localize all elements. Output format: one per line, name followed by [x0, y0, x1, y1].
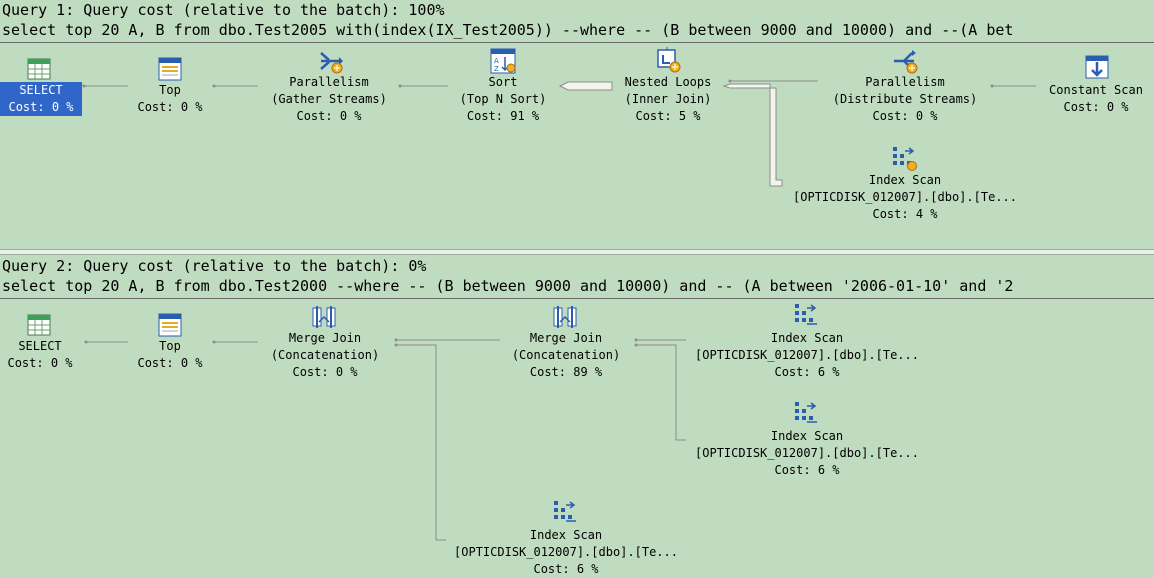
node-sub: [OPTICDISK_012007].[dbo].[Te...: [454, 545, 678, 559]
select-icon: [27, 314, 51, 336]
query1-select-node[interactable]: SELECT Cost: 0 %: [0, 82, 82, 116]
node-cost: Cost: 0 %: [137, 356, 203, 370]
constant-scan-icon: [1085, 55, 1109, 79]
node-cost: Cost: 5 %: [635, 109, 701, 123]
node-cost: Cost: 0 %: [292, 365, 358, 379]
node-cost: Cost: 6 %: [774, 365, 840, 379]
query1-edges: [82, 79, 1036, 187]
node-cost: Cost: 6 %: [533, 562, 599, 576]
query2-sql-line: select top 20 A, B from dbo.Test2000 --w…: [2, 277, 1014, 295]
node-cost: Cost: 0 %: [137, 100, 203, 114]
node-sub: (Gather Streams): [271, 92, 387, 106]
node-name: Merge Join: [288, 331, 362, 345]
index-scan-icon: [795, 402, 817, 423]
node-cost: Cost: 0 %: [296, 109, 362, 123]
node-name: Top: [159, 339, 181, 353]
node-sub: [OPTICDISK_012007].[dbo].[Te...: [695, 348, 919, 362]
node-cost: Cost: 0 %: [8, 100, 74, 114]
parallelism-icon: [320, 52, 343, 74]
svg-text:Z: Z: [494, 65, 499, 73]
query2-select-node[interactable]: SELECT Cost: 0 %: [0, 338, 80, 372]
query-splitter[interactable]: [0, 249, 1154, 255]
node-sub: (Inner Join): [624, 92, 712, 106]
node-name: Constant Scan: [1049, 83, 1143, 97]
index-scan-icon: [795, 304, 817, 325]
sort-icon: A Z: [490, 48, 516, 74]
node-sub: (Top N Sort): [459, 92, 547, 106]
node-name: Merge Join: [529, 331, 603, 345]
merge-join-icon: [312, 306, 336, 328]
svg-text:A: A: [494, 57, 499, 65]
node-name: Parallelism: [289, 75, 369, 89]
query1-header-separator: [0, 42, 1154, 43]
node-name: Parallelism: [865, 75, 945, 89]
query2-index-scan-1-node[interactable]: Index Scan [OPTICDISK_012007].[dbo].[Te.…: [686, 330, 928, 381]
select-icon: [27, 58, 51, 80]
query2-merge-join-2-node[interactable]: Merge Join (Concatenation) Cost: 89 %: [500, 330, 632, 381]
parallelism-distribute-icon: [894, 50, 918, 74]
top-icon: [158, 313, 182, 337]
node-sub: [OPTICDISK_012007].[dbo].[Te...: [695, 446, 919, 460]
node-name: Top: [159, 83, 181, 97]
query2-merge-join-1-node[interactable]: Merge Join (Concatenation) Cost: 0 %: [258, 330, 392, 381]
query1-parallelism-gather-node[interactable]: Parallelism (Gather Streams) Cost: 0 %: [258, 74, 400, 125]
index-scan-icon: [554, 501, 576, 522]
node-cost: Cost: 0 %: [7, 356, 73, 370]
query2-header-separator: [0, 298, 1154, 299]
node-cost: Cost: 91 %: [466, 109, 540, 123]
query1-index-scan-node[interactable]: Index Scan [OPTICDISK_012007].[dbo].[Te.…: [784, 172, 1026, 223]
node-sub: (Concatenation): [511, 348, 621, 362]
node-name: Index Scan: [868, 173, 942, 187]
query1-constant-scan-node[interactable]: Constant Scan Cost: 0 %: [1038, 82, 1154, 116]
node-name: SELECT: [18, 339, 62, 353]
query2-cost-line: Query 2: Query cost (relative to the bat…: [2, 257, 427, 275]
query1-parallelism-distribute-node[interactable]: Parallelism (Distribute Streams) Cost: 0…: [818, 74, 992, 125]
top-icon: [158, 57, 182, 81]
node-cost: Cost: 0 %: [1063, 100, 1129, 114]
query2-index-scan-3-node[interactable]: Index Scan [OPTICDISK_012007].[dbo].[Te.…: [446, 527, 686, 578]
query1-nested-loops-node[interactable]: Nested Loops (Inner Join) Cost: 5 %: [612, 74, 724, 125]
node-name: Index Scan: [770, 429, 844, 443]
query2-top-node[interactable]: Top Cost: 0 %: [130, 338, 210, 372]
node-name: Nested Loops: [624, 75, 712, 89]
node-cost: Cost: 0 %: [872, 109, 938, 123]
node-sub: (Distribute Streams): [832, 92, 978, 106]
merge-join-icon: [553, 306, 577, 328]
node-cost: Cost: 6 %: [774, 463, 840, 477]
query1-sort-node[interactable]: Sort (Top N Sort) Cost: 91 %: [448, 74, 558, 125]
node-name: Index Scan: [770, 331, 844, 345]
node-sub: [OPTICDISK_012007].[dbo].[Te...: [793, 190, 1017, 204]
node-cost: Cost: 89 %: [529, 365, 603, 379]
node-name: SELECT: [19, 83, 63, 97]
node-cost: Cost: 4 %: [872, 207, 938, 221]
query1-top-node[interactable]: Top Cost: 0 %: [130, 82, 210, 116]
query1-sql-line: select top 20 A, B from dbo.Test2005 wit…: [2, 21, 1014, 39]
nested-loops-icon: [657, 47, 681, 73]
node-name: Sort: [488, 75, 518, 89]
query2-index-scan-2-node[interactable]: Index Scan [OPTICDISK_012007].[dbo].[Te.…: [686, 428, 928, 479]
query1-cost-line: Query 1: Query cost (relative to the bat…: [2, 1, 445, 19]
index-scan-icon: [893, 147, 917, 171]
node-name: Index Scan: [529, 528, 603, 542]
node-sub: (Concatenation): [270, 348, 380, 362]
